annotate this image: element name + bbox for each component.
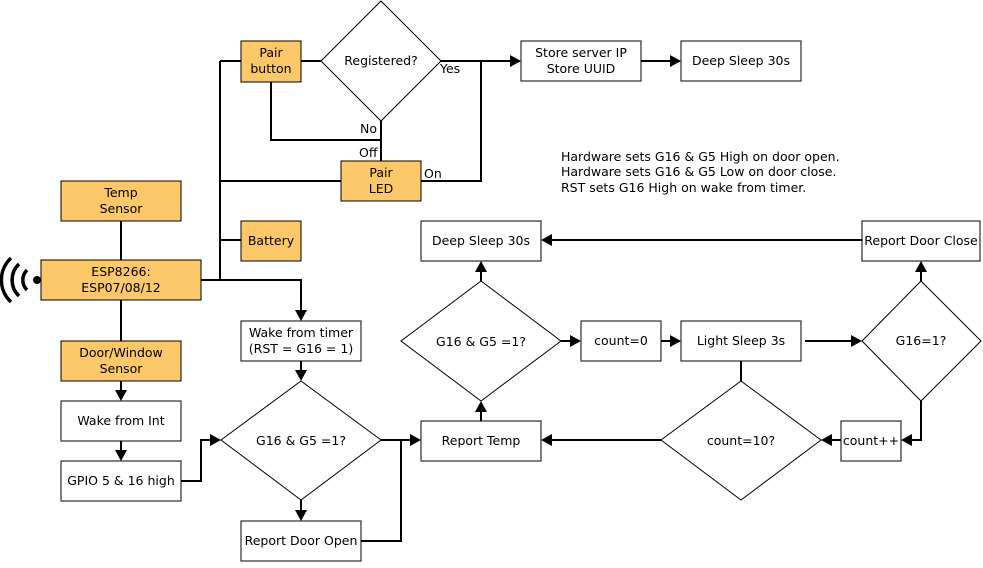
edge-esp-wake-timer — [201, 279, 302, 315]
arrowhead — [670, 55, 681, 67]
node-count-inc: count++ — [840, 420, 902, 462]
node-battery: Battery — [240, 220, 302, 262]
node-check-mid: G16 & G5 =1? — [400, 280, 562, 402]
node-esp-line-2: ESP07/08/12 — [81, 280, 161, 295]
node-gpio-high-label: GPIO 5 & 16 high — [67, 473, 175, 488]
node-count-zero-label: count=0 — [594, 333, 648, 348]
node-esp: ESP8266: ESP07/08/12 — [40, 259, 202, 301]
node-g16-check-label: G16=1? — [896, 333, 947, 348]
node-report-close-label: Report Door Close — [864, 233, 978, 248]
node-count-inc-label: count++ — [843, 433, 899, 448]
edge-label-no: No — [360, 121, 377, 136]
node-battery-label: Battery — [248, 233, 295, 248]
node-store-server: Store server IP Store UUID — [520, 40, 642, 82]
arrowhead — [510, 55, 521, 67]
note-line-3: RST sets G16 High on wake from timer. — [561, 180, 806, 195]
node-pair-button: Pair button — [240, 40, 302, 83]
arrowhead — [295, 310, 307, 321]
node-check-mid-label: G16 & G5 =1? — [436, 334, 526, 349]
edge-label-yes: Yes — [439, 61, 460, 76]
note-line-2: Hardware sets G16 & G5 Low on door close… — [561, 164, 836, 179]
edge-pair-led-on — [421, 61, 482, 182]
node-pair-led: Pair LED — [340, 160, 422, 202]
arrowhead — [475, 261, 487, 272]
node-report-open: Report Door Open — [240, 520, 362, 562]
node-g16-check: G16=1? — [861, 280, 982, 402]
node-store-server-line-1: Store server IP — [535, 45, 627, 60]
node-check-left: G16 & G5 =1? — [220, 380, 382, 501]
arrowhead — [295, 370, 307, 381]
node-report-open-label: Report Door Open — [245, 533, 358, 548]
node-gpio-high: GPIO 5 & 16 high — [60, 460, 182, 502]
node-esp-line-1: ESP8266: — [91, 264, 150, 279]
node-wake-int-label: Wake from Int — [77, 413, 164, 428]
arrowhead — [210, 434, 221, 446]
edge-g16-count-inc — [907, 400, 922, 441]
node-registered: Registered? — [320, 0, 442, 122]
arrowhead — [670, 335, 681, 347]
node-wake-timer: Wake from timer (RST = G16 = 1) — [240, 320, 362, 362]
edge-label-off: Off — [359, 145, 378, 160]
node-count-ten: count=10? — [660, 380, 822, 501]
arrowhead — [115, 390, 127, 401]
node-temp-sensor: Temp Sensor — [60, 180, 182, 222]
node-wake-timer-line-1: Wake from timer — [249, 325, 354, 340]
arrowhead — [410, 434, 421, 446]
node-store-server-line-2: Store UUID — [547, 61, 616, 76]
node-count-zero: count=0 — [580, 320, 662, 362]
arrowhead — [475, 401, 487, 412]
arrowhead — [115, 450, 127, 461]
node-pair-button-line-2: button — [250, 61, 291, 76]
arrowhead — [821, 434, 832, 446]
node-temp-sensor-line-2: Sensor — [100, 201, 144, 216]
node-door-sensor-line-2: Sensor — [100, 361, 144, 376]
node-deep-sleep-mid: Deep Sleep 30s — [420, 220, 542, 262]
node-temp-sensor-line-1: Temp — [103, 185, 137, 200]
arrowhead — [915, 261, 927, 272]
node-report-temp: Report Temp — [420, 420, 542, 462]
node-deep-sleep-top: Deep Sleep 30s — [680, 40, 802, 82]
node-light-sleep-label: Light Sleep 3s — [697, 333, 785, 348]
edge-gpio-check — [181, 439, 215, 482]
node-pair-led-line-1: Pair — [369, 165, 393, 180]
arrowhead — [541, 434, 552, 446]
node-pair-button-line-1: Pair — [259, 45, 283, 60]
node-check-left-label: G16 & G5 =1? — [256, 433, 346, 448]
node-registered-label: Registered? — [344, 53, 417, 68]
node-light-sleep: Light Sleep 3s — [680, 320, 802, 362]
node-report-close: Report Door Close — [861, 220, 981, 262]
node-door-sensor-line-1: Door/Window — [79, 345, 163, 360]
node-count-ten-label: count=10? — [707, 433, 775, 448]
node-pair-led-line-2: LED — [369, 181, 394, 196]
node-wake-timer-line-2: (RST = G16 = 1) — [249, 341, 353, 356]
arrowhead — [901, 434, 912, 446]
arrowhead — [295, 510, 307, 521]
node-door-sensor: Door/Window Sensor — [60, 340, 182, 382]
arrowhead — [541, 234, 552, 246]
edge-label-on: On — [424, 166, 442, 181]
node-deep-sleep-top-label: Deep Sleep 30s — [692, 53, 790, 68]
arrowhead — [851, 335, 862, 347]
edge-report-open-temp — [361, 440, 402, 542]
arrowhead — [570, 335, 581, 347]
edge-pair-button-no — [270, 82, 381, 141]
connectors — [115, 55, 927, 542]
node-deep-sleep-mid-label: Deep Sleep 30s — [432, 233, 530, 248]
notes: Hardware sets G16 & G5 High on door open… — [561, 149, 840, 195]
node-report-temp-label: Report Temp — [442, 433, 521, 448]
node-wake-int: Wake from Int — [60, 400, 182, 442]
note-line-1: Hardware sets G16 & G5 High on door open… — [561, 149, 840, 164]
wireless-icon — [0, 256, 41, 304]
